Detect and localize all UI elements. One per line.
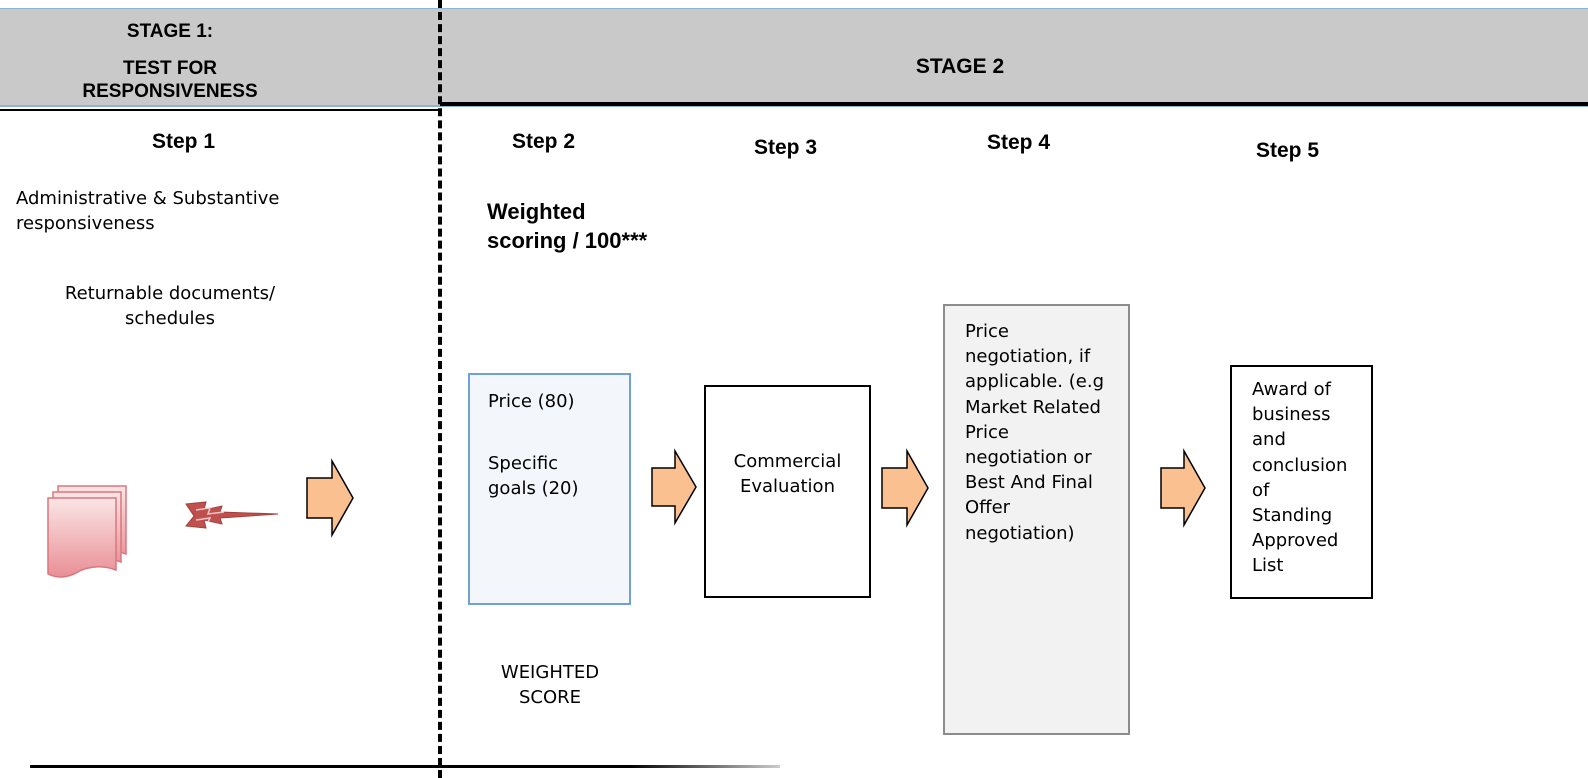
stage1-title-line2: RESPONSIVENESS [82,81,258,102]
step1-description-line1: Administrative & Substantive [16,188,280,209]
stage-header-band [0,8,1588,107]
award-line: Approved [1252,530,1339,552]
specific-goals-line1: Specific [488,453,559,475]
price-negotiation-line: Price [965,321,1009,342]
price-negotiation-line: negotiation) [965,522,1075,544]
award-line: List [1252,555,1284,577]
weighted-scoring-box: Price (80) Specific goals (20) [468,373,631,605]
block-arrow-icon [306,458,354,538]
commercial-evaluation-box: Commercial Evaluation [704,385,871,598]
price-negotiation-line: Best And Final [965,472,1093,494]
price-negotiation-line: negotiation, if [965,346,1091,368]
step1-docs-line2: schedules [124,308,216,329]
weighted-score-line1: WEIGHTED [500,662,600,683]
award-line: Award of [1252,379,1331,400]
award-line: business [1252,404,1331,426]
stage-divider [438,0,442,778]
documents-stack-icon [47,485,127,578]
award-line: of [1252,479,1270,501]
header-rule-right [440,102,1588,106]
step4-heading: Step 4 [987,131,1051,154]
block-arrow-icon [651,448,697,526]
step2-heading: Step 2 [512,130,576,153]
award-of-business-box: Award of business and conclusion of Stan… [1230,365,1373,599]
price-negotiation-line: negotiation or [965,446,1092,468]
award-line: Standing [1252,504,1333,526]
header-rule-left [0,109,440,111]
block-arrow-icon [881,448,929,528]
lightning-arrow-icon [185,501,279,529]
bottom-rule [30,765,780,768]
commercial-evaluation-line2: Evaluation [740,476,835,498]
step1-heading: Step 1 [152,130,216,153]
step2-title-line2: scoring / 100*** [487,228,648,253]
price-negotiation-line: Price [965,421,1009,443]
stage2-label: STAGE 2 [915,55,1005,78]
step2-title-line1: Weighted [487,199,586,224]
stage1-title-line1: TEST FOR [123,58,217,79]
block-arrow-icon [1160,448,1206,528]
step1-description-line2: responsiveness [16,213,155,234]
award-line: and [1252,429,1286,451]
step1-docs-line1: Returnable documents/ [64,283,276,304]
stage1-label: STAGE 1: [126,21,214,42]
step5-heading: Step 5 [1256,139,1320,162]
price-negotiation-box: Price negotiation, if applicable. (e.g M… [943,304,1130,735]
step3-heading: Step 3 [754,136,818,159]
commercial-evaluation-line1: Commercial [733,451,842,472]
price-negotiation-line: Offer [965,497,1011,519]
specific-goals-line2: goals (20) [488,478,579,500]
price-negotiation-line: Market Related [965,396,1101,418]
weighted-score-line2: SCORE [518,687,582,708]
price-criterion: Price (80) [488,391,575,412]
price-negotiation-line: applicable. (e.g [965,371,1104,393]
award-line: conclusion [1252,454,1348,476]
